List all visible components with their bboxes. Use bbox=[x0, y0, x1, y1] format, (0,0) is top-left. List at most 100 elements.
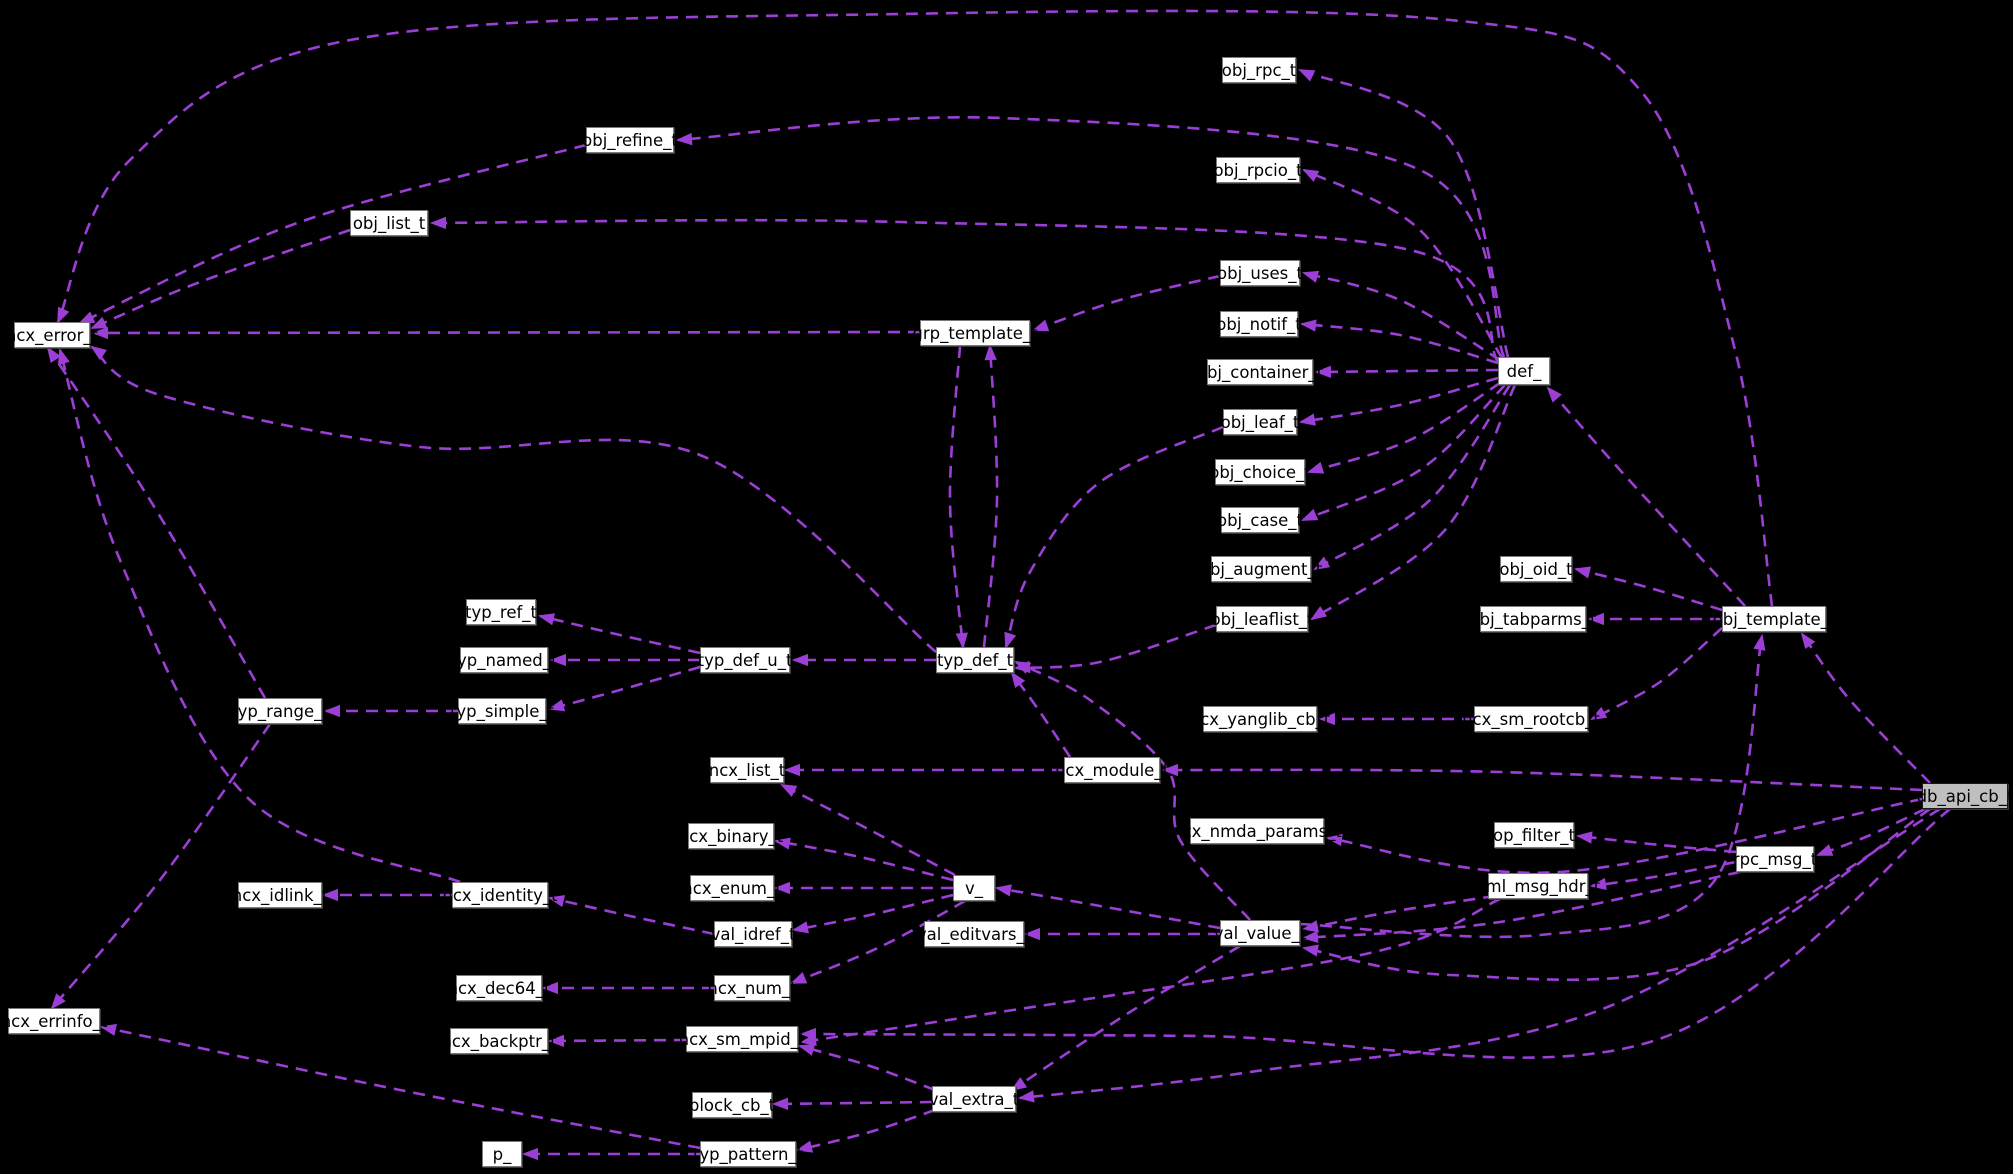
edge-db_api_cb_t-to-ncx_nmda_params_t bbox=[1325, 797, 1923, 875]
edge-def_-to-obj_refine_t bbox=[675, 116, 1506, 358]
edge-val_extra_t-to-typ_pattern_t bbox=[795, 1108, 936, 1153]
edge-typ_def_u_t-to-typ_simple_t bbox=[547, 665, 701, 712]
edge-v_-to-ncx_list_t bbox=[780, 783, 956, 877]
node-ncx_backptr_t[interactable]: ncx_backptr_t bbox=[441, 1028, 557, 1054]
node-ncx_error_t[interactable]: ncx_error_t bbox=[6, 322, 98, 348]
edge-val_value_t-to-typ_def_t bbox=[1014, 660, 1251, 921]
node-obj_tabparms_t[interactable]: obj_tabparms_t bbox=[1470, 606, 1596, 632]
node-obj_rpc_t[interactable]: obj_rpc_t bbox=[1222, 57, 1296, 83]
node-ncx_list_t[interactable]: ncx_list_t bbox=[709, 757, 785, 783]
node-rpc_msg_t[interactable]: rpc_msg_t bbox=[1733, 846, 1817, 872]
edge-def_-to-obj_uses_t bbox=[1301, 270, 1501, 362]
node-ncx_sm_mpid_t[interactable]: ncx_sm_mpid_t bbox=[679, 1026, 805, 1052]
edge-obj_template_t-to-obj_oid_t bbox=[1573, 566, 1723, 612]
edge-def_-to-obj_rpcio_t bbox=[1302, 168, 1504, 359]
edge-db_api_cb_t-to-obj_template_t bbox=[1800, 632, 1931, 784]
edge-obj_leaflist_t-to-typ_def_t bbox=[1013, 623, 1217, 674]
node-typ_range_t[interactable]: typ_range_t bbox=[231, 698, 329, 724]
node-typ_named_t[interactable]: typ_named_t bbox=[451, 647, 557, 673]
node-typ_def_u_t[interactable]: typ_def_u_t bbox=[698, 647, 792, 673]
edge-obj_leaf_t-to-typ_def_t bbox=[1004, 425, 1224, 650]
edge-v_-to-ncx_num_t bbox=[790, 899, 966, 985]
edge-val_extra_t-to-plock_cb_t bbox=[771, 1097, 933, 1110]
edge-xml_msg_hdr_t-to-val_value_t bbox=[1301, 894, 1496, 933]
edge-def_-to-obj_notif_t bbox=[1299, 319, 1499, 365]
node-ncx_idlink_t[interactable]: ncx_idlink_t bbox=[232, 882, 328, 908]
edge-db_api_cb_t-to-ncx_sm_mpid_t bbox=[799, 807, 1951, 1059]
edge-def_-to-obj_choice_t bbox=[1306, 381, 1501, 474]
node-obj_augment_t[interactable]: obj_augment_t bbox=[1200, 556, 1322, 582]
node-obj_notif_t[interactable]: obj_notif_t bbox=[1216, 311, 1302, 337]
node-obj_case_t[interactable]: obj_case_t bbox=[1217, 507, 1303, 533]
node-val_editvars_t[interactable]: val_editvars_t bbox=[917, 921, 1031, 947]
node-val_idref_t[interactable]: val_idref_t bbox=[711, 921, 795, 947]
node-ncx_binary_t[interactable]: ncx_binary_t bbox=[679, 823, 783, 849]
edge-def_-to-obj_list_t bbox=[429, 216, 1500, 363]
node-val_value_t[interactable]: val_value_t bbox=[1214, 920, 1306, 946]
node-typ_ref_t[interactable]: typ_ref_t bbox=[465, 599, 537, 625]
node-plock_cb_t[interactable]: plock_cb_t bbox=[689, 1092, 775, 1118]
edge-db_api_cb_t-to-ncx_module_t bbox=[1161, 763, 1923, 792]
node-obj_rpcio_t[interactable]: obj_rpcio_t bbox=[1213, 157, 1303, 183]
edge-obj_template_t-to-ncx_sm_rootcb_t bbox=[1590, 627, 1723, 721]
node-obj_leaf_t[interactable]: obj_leaf_t bbox=[1221, 409, 1299, 435]
edge-typ_range_t-to-ncx_errinfo_t bbox=[50, 723, 272, 1010]
edge-typ_def_u_t-to-typ_ref_t bbox=[537, 613, 701, 655]
edge-def_-to-obj_case_t bbox=[1301, 384, 1506, 522]
node-ncx_identity_t[interactable]: ncx_identity_t bbox=[442, 882, 558, 908]
edge-def_-to-obj_leaf_t bbox=[1298, 376, 1499, 426]
node-typ_pattern_t[interactable]: typ_pattern_t bbox=[693, 1141, 803, 1167]
node-xml_msg_hdr_t[interactable]: xml_msg_hdr_t bbox=[1476, 873, 1600, 899]
edge-def_-to-obj_container_t bbox=[1314, 365, 1499, 379]
node-obj_list_t[interactable]: obj_list_t bbox=[350, 210, 428, 236]
node-obj_leaflist_t[interactable]: obj_leaflist_t bbox=[1211, 606, 1314, 632]
edge-v_-to-ncx_binary_t bbox=[773, 837, 954, 882]
node-v_[interactable]: v_ bbox=[953, 875, 995, 901]
node-grp_template_t[interactable]: grp_template_t bbox=[912, 320, 1038, 346]
node-obj_template_t[interactable]: obj_template_t bbox=[1713, 606, 1835, 632]
node-val_extra_t[interactable]: val_extra_t bbox=[929, 1086, 1019, 1112]
edge-val_value_t-to-v_ bbox=[994, 884, 1221, 930]
edge-ncx_sm_mpid_t-to-ncx_backptr_t bbox=[547, 1034, 687, 1048]
node-obj_choice_t[interactable]: obj_choice_t bbox=[1209, 459, 1311, 485]
node-ncx_yanglib_cb_t[interactable]: ncx_yanglib_cb_t bbox=[1190, 706, 1330, 732]
node-def_[interactable]: def_ bbox=[1498, 357, 1550, 385]
node-typ_def_t[interactable]: typ_def_t bbox=[936, 647, 1014, 673]
node-ncx_dec64_t[interactable]: ncx_dec64_t bbox=[448, 975, 550, 1001]
edge-obj_template_t-to-def_ bbox=[1546, 386, 1746, 607]
edge-typ_range_t-to-ncx_error_t bbox=[46, 346, 267, 699]
edge-rpc_msg_t-to-op_filter_t bbox=[1575, 831, 1737, 854]
edge-def_-to-obj_augment_t bbox=[1313, 384, 1512, 571]
node-ncx_module_t[interactable]: ncx_module_t bbox=[1055, 757, 1169, 783]
node-ncx_num_t[interactable]: ncx_num_t bbox=[707, 975, 797, 1001]
edge-val_value_t-to-obj_template_t bbox=[1299, 633, 1766, 939]
edge-obj_refine_t-to-ncx_error_t bbox=[78, 143, 587, 325]
node-obj_container_t[interactable]: obj_container_t bbox=[1197, 359, 1323, 385]
edge-v_-to-val_idref_t bbox=[791, 893, 954, 934]
edge-rpc_msg_t-to-xml_msg_hdr_t bbox=[1589, 860, 1737, 891]
edge-obj_template_t-to-ncx_error_t bbox=[56, 9, 1774, 607]
edge-ncx_module_t-to-typ_def_t bbox=[1010, 671, 1072, 758]
edge-obj_uses_t-to-grp_template_t bbox=[1032, 274, 1221, 332]
edge-db_api_cb_t-to-val_value_t bbox=[1301, 807, 1931, 982]
edge-obj_list_t-to-ncx_error_t bbox=[90, 228, 351, 330]
edge-grp_template_t-to-ncx_error_t bbox=[91, 326, 921, 340]
edge-val_extra_t-to-ncx_sm_mpid_t bbox=[797, 1043, 936, 1092]
node-ncx_enum_t[interactable]: ncx_enum_t bbox=[682, 875, 782, 901]
edge-grp_template_t-to-typ_def_t bbox=[948, 345, 968, 650]
node-ncx_errinfo_t[interactable]: ncx_errinfo_t bbox=[1, 1008, 107, 1034]
node-p_[interactable]: p_ bbox=[482, 1141, 522, 1167]
node-db_api_cb_t[interactable]: db_api_cb_t bbox=[1917, 783, 2013, 809]
edge-typ_def_t-to-grp_template_t bbox=[982, 343, 999, 648]
edge-ncx_identity_t-to-ncx_error_t bbox=[57, 347, 461, 884]
edge-val_value_t-to-val_extra_t bbox=[1010, 944, 1241, 1092]
node-typ_simple_t[interactable]: typ_simple_t bbox=[450, 698, 554, 724]
node-ncx_nmda_params_t[interactable]: ncx_nmda_params_t bbox=[1172, 818, 1342, 844]
node-obj_oid_t[interactable]: obj_oid_t bbox=[1499, 556, 1573, 582]
node-op_filter_t[interactable]: op_filter_t bbox=[1493, 822, 1575, 848]
node-obj_uses_t[interactable]: obj_uses_t bbox=[1217, 260, 1303, 286]
node-obj_refine_t[interactable]: obj_refine_t bbox=[582, 127, 678, 153]
node-ncx_sm_rootcb_t[interactable]: ncx_sm_rootcb_t bbox=[1462, 706, 1600, 732]
